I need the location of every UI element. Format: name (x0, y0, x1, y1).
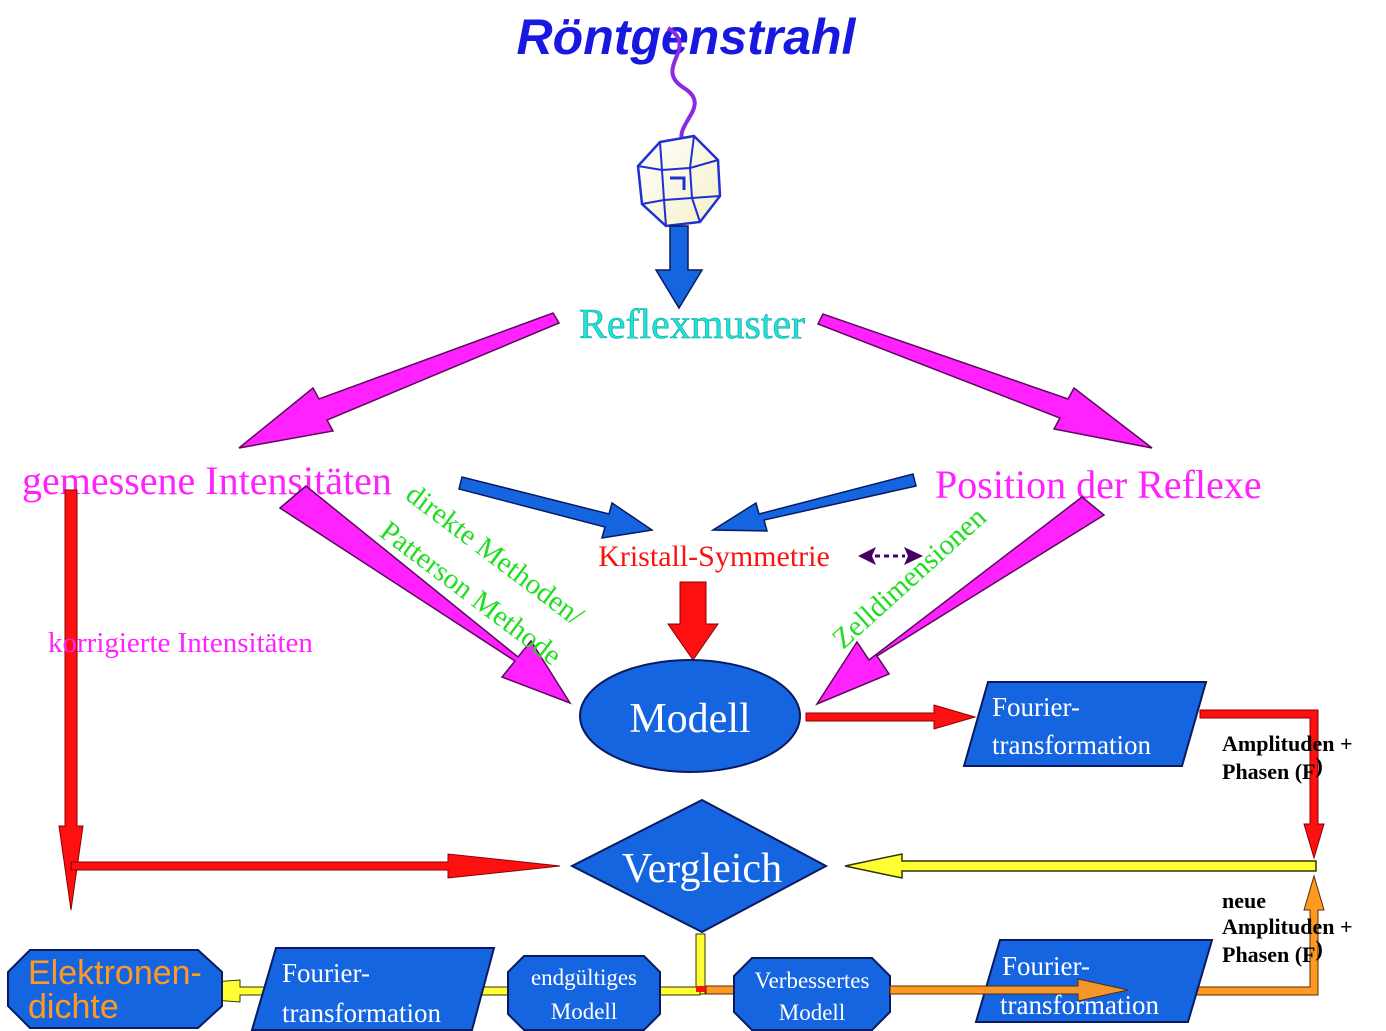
fourier-left-line2: transformation (282, 998, 441, 1028)
phasen-top-close: ) (1316, 753, 1323, 778)
connector-fourier-right (1199, 709, 1325, 860)
vergleich-label: Vergleich (622, 846, 782, 892)
modell-label: Modell (629, 696, 750, 742)
arrow-reflexmuster-to-position (816, 313, 1153, 449)
vergleich-node (569, 798, 829, 934)
endgueltiges-modell-node (507, 955, 661, 1031)
phasen-bottom-text: Phasen (F (1222, 942, 1316, 967)
phasen-top-line2: Phasen (F) (1222, 753, 1323, 784)
vergleich-stem (695, 933, 706, 995)
arrow-position-to-modell (815, 496, 1106, 706)
elektronendichte-node (7, 949, 223, 1029)
arrow-korrigierte-intensitaeten-down (58, 489, 84, 911)
phasen-bottom-line2: Phasen (F) (1222, 936, 1323, 967)
fourier-transformation-bottom-node (974, 939, 1214, 1023)
gemessene-intensitaeten-label: gemessene Intensitäten (22, 458, 392, 503)
kristall-symmetrie-label: Kristall-Symmetrie (598, 540, 830, 573)
arrow-orange-into-fourier-bottom (889, 978, 1129, 1002)
endgueltiges-line1: endgültiges (531, 965, 637, 990)
arrow-modell-to-fourier (805, 704, 977, 730)
fourier-transformation-right-node (962, 681, 1208, 767)
fourier-transformation-left-node (250, 947, 496, 1031)
crystal-icon (636, 134, 722, 228)
korrigierte-intensitaeten-label: korrigierte Intensitäten (48, 627, 313, 659)
endgueltiges-line2: Modell (551, 999, 617, 1024)
dashed-double-arrow (858, 547, 923, 565)
phasen-top-text: Phasen (F (1222, 759, 1316, 784)
arrow-fourier-bottom-up (1165, 874, 1325, 996)
arrow-right-to-vergleich (844, 853, 1317, 879)
title: Röntgenstrahl (517, 9, 857, 65)
fourier-left-line1: Fourier- (282, 958, 370, 988)
arrow-left-to-vergleich (70, 853, 561, 879)
elektronendichte-line1: Elektronen- (28, 954, 202, 992)
arrow-reflexmuster-to-intensitaeten (238, 312, 561, 449)
arrow-symmetrie-to-modell (667, 581, 719, 661)
amplituden-bottom-line1: Amplituden + (1222, 914, 1353, 939)
verbessertes-modell-node (733, 957, 891, 1031)
phasen-bottom-close: ) (1316, 936, 1323, 961)
arrow-position-to-symmetrie (710, 473, 917, 532)
arrow-crystal-to-reflexmuster (654, 225, 704, 310)
fourier-right-line2: transformation (992, 730, 1151, 760)
arrow-intensitaeten-to-modell (278, 485, 572, 705)
reflexmuster-label: Reflexmuster (579, 302, 805, 348)
neue-label: neue (1222, 888, 1266, 913)
verbessertes-line1: Verbessertes (755, 968, 870, 993)
elektronendichte-line2: dichte (28, 988, 119, 1026)
fourier-bottom-line1: Fourier- (1002, 951, 1090, 981)
modell-node (579, 659, 801, 773)
position-der-reflexe-label: Position der Reflexe (935, 462, 1262, 507)
fourier-right-line1: Fourier- (992, 692, 1080, 722)
amplituden-top-line1: Amplituden + (1222, 731, 1353, 756)
verbessertes-line2: Modell (779, 1000, 845, 1025)
arrow-intensitaeten-to-symmetrie (458, 476, 654, 539)
